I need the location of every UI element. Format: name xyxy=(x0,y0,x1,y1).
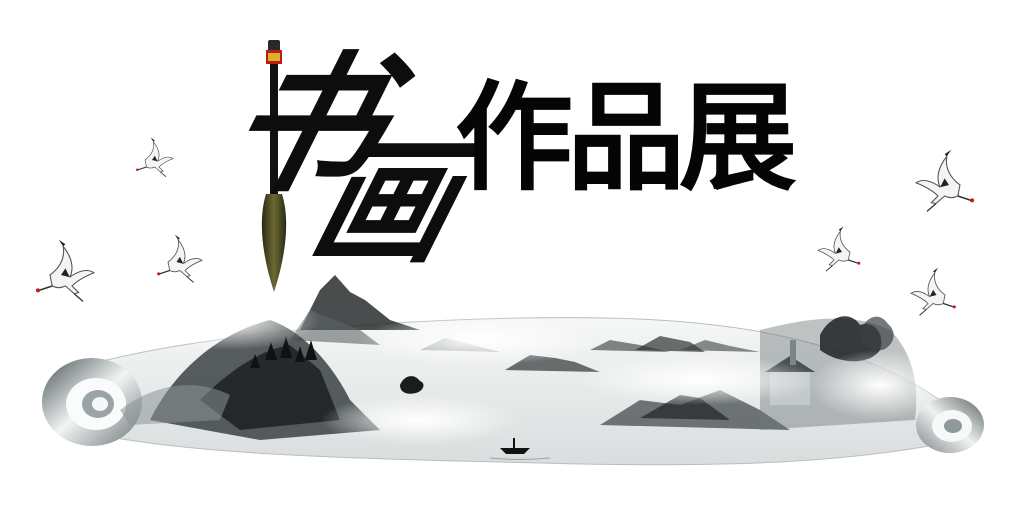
crane-icon xyxy=(35,137,975,317)
mist xyxy=(140,290,950,445)
brush-icon xyxy=(261,40,287,292)
valley-tree xyxy=(400,376,424,394)
left-cliff xyxy=(120,320,380,440)
boat-icon xyxy=(489,438,551,460)
